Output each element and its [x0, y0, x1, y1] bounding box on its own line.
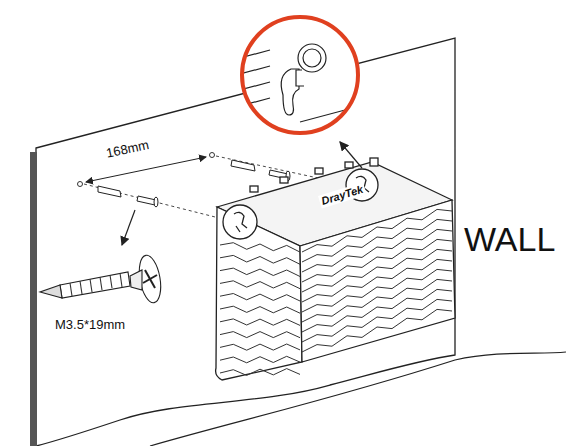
wall-edge: [30, 152, 37, 446]
zoom-detail: [240, 17, 358, 133]
wall-hole: [78, 182, 83, 187]
router-device: [216, 142, 455, 380]
leader-arrow: [122, 210, 135, 245]
dimension-line: [86, 157, 206, 182]
screw-size-label: M3.5*19mm: [55, 318, 125, 331]
wall-label: WALL: [464, 222, 555, 256]
large-screw: [40, 254, 164, 305]
wall-hole: [210, 153, 215, 158]
floor-line: [150, 352, 566, 446]
